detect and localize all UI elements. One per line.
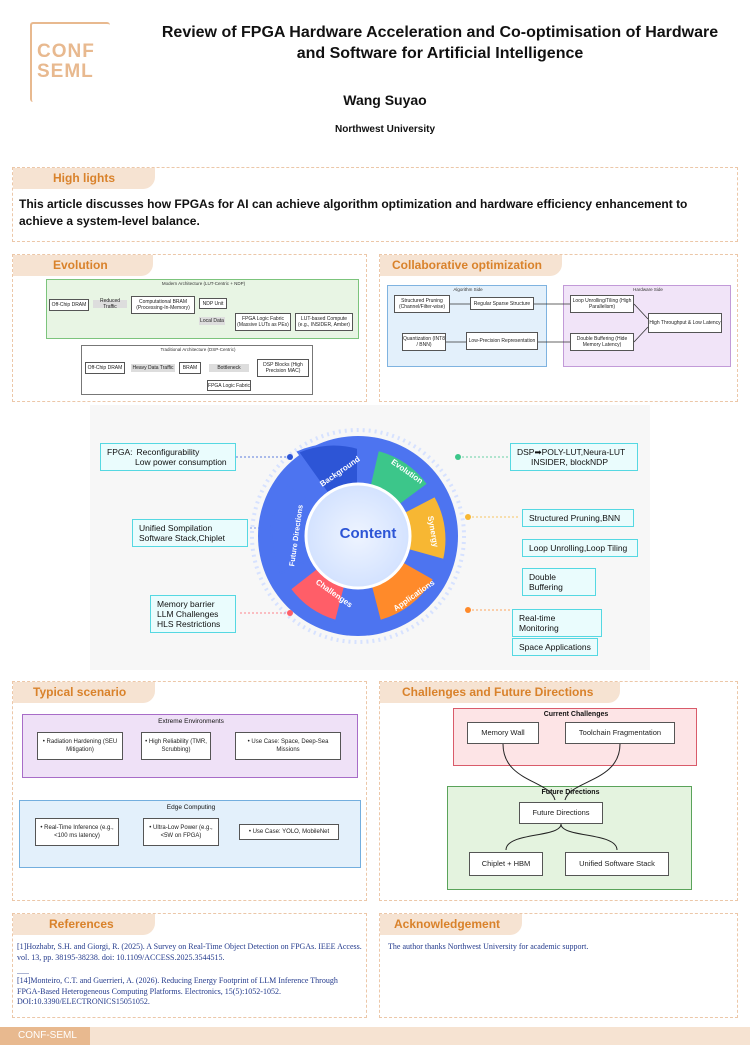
content-wheel <box>236 428 520 644</box>
content-figure: Content Background Evolution Synergy App… <box>90 405 650 670</box>
author-name: Wang Suyao <box>343 92 427 108</box>
result-box: High Throughput & Low Latency <box>648 313 722 333</box>
fpga-logic-fabric-trad: FPGA Logic Fabric <box>207 380 251 391</box>
algorithm-side-label: Algorithm Side <box>453 287 483 292</box>
extreme-env-label: Extreme Environments <box>158 718 224 725</box>
highlights-title: High lights <box>13 168 155 189</box>
fpga-label: FPGA: <box>107 447 133 457</box>
future-directions-label: Future Directions <box>541 789 600 796</box>
low-precision-box: Low-Precision Representation <box>466 332 538 350</box>
local-data-label: Local Data <box>199 317 225 325</box>
challenges-arrows <box>502 743 621 851</box>
dsp-line1: DSP➡POLY-LUT,Neura-LUT <box>517 447 626 457</box>
fpga-tag: FPGA:Reconfigurability Low power consump… <box>100 443 236 471</box>
unified-line2: Software Stack,Chiplet <box>139 533 225 543</box>
collab-title: Collaborative optimization <box>380 255 562 276</box>
use-case-yolo: • Use Case: YOLO, MobileNet <box>239 824 339 840</box>
challenges-panel: Challenges and Future Directions Current… <box>379 681 738 901</box>
reference-1: [1]Hozhabr, S.H. and Giorgi, R. (2025). … <box>17 942 362 962</box>
footer-label: CONF-SEML <box>0 1027 90 1045</box>
reference-ellipsis: ...... <box>17 967 29 976</box>
unified-line1: Unified Sompilation <box>139 523 213 533</box>
challenges-tag: Memory barrier LLM Challenges HLS Restri… <box>150 595 236 633</box>
collab-panel: Collaborative optimization Algorithm Sid… <box>379 254 738 402</box>
computational-bram: Computational BRAM (Processing-In-Memory… <box>131 296 195 314</box>
ack-text: The author thanks Northwest University f… <box>388 942 589 951</box>
real-time-inference: • Real-Time Inference (e.g., <100 ms lat… <box>35 818 119 846</box>
dsp-blocks: DSP Blocks (High Precision MAC) <box>257 359 309 377</box>
ultra-low-power: • Ultra-Low Power (e.g., <5W on FPGA) <box>143 818 219 846</box>
llm-challenges: LLM Challenges <box>157 609 219 619</box>
scenario-title: Typical scenario <box>13 682 155 703</box>
memory-barrier: Memory barrier <box>157 599 215 609</box>
future-directions-node: Future Directions <box>519 802 603 824</box>
dsp-line2: INSIDER, blockNDP <box>531 457 608 467</box>
challenges-title: Challenges and Future Directions <box>380 682 620 703</box>
footer-bar <box>0 1027 750 1045</box>
fpga-logic-fabric-modern: FPGA Logic Fabric (Massive LUTs as PEs) <box>235 313 291 331</box>
toolchain-fragmentation: Toolchain Fragmentation <box>565 722 675 744</box>
current-challenges-label: Current Challenges <box>543 711 609 718</box>
lut-based-compute: LUT-based Compute (e.g., INSIDER, Amber) <box>295 313 353 331</box>
reduced-traffic-label: Reduced Traffic <box>93 298 127 310</box>
use-case-space: • Use Case: Space, Deep-Sea Missions <box>235 732 341 760</box>
content-center-label: Content <box>339 525 397 542</box>
heavy-traffic-label: Heavy Data Traffic <box>131 364 175 372</box>
chiplet-hbm: Chiplet + HBM <box>469 852 543 876</box>
quantization-box: Quantization (INT8 / BNN) <box>402 333 446 351</box>
ndp-unit: NDP Unit <box>199 298 227 309</box>
dsp-tag: DSP➡POLY-LUT,Neura-LUT INSIDER, blockNDP <box>510 443 638 471</box>
references-panel: References [1]Hozhabr, S.H. and Giorgi, … <box>12 913 367 1018</box>
sparse-structure-box: Regular Sparse Structure <box>470 297 534 310</box>
hardware-side-label: Hardware Side <box>633 287 663 292</box>
double-buffering-box: Double Buffering (Hide Memory Latency) <box>570 333 634 351</box>
synergy-tag-2: Loop Unrolling,Loop Tiling <box>522 539 638 557</box>
references-title: References <box>13 914 155 935</box>
collab-arrows <box>446 303 649 343</box>
modern-arch-label: Modern Architecture (LUT-Centric + NDP) <box>161 281 246 286</box>
memory-wall: Memory Wall <box>467 722 539 744</box>
loop-unrolling-box: Loop Unrolling/Tiling (High Parallelism) <box>570 295 634 313</box>
bram-box: BRAM <box>179 362 201 374</box>
high-reliability: • High Reliability (TMR, Scrubbing) <box>141 732 211 760</box>
highlights-panel: High lights This article discusses how F… <box>12 167 738 242</box>
evolution-panel: Evolution Modern Architecture (LUT-Centr… <box>12 254 367 402</box>
highlights-text: This article discusses how FPGAs for AI … <box>19 197 688 228</box>
fpga-reconfigurability: Reconfigurability <box>136 447 200 457</box>
fpga-low-power: Low power consumption <box>135 457 227 467</box>
affiliation: Northwest University <box>334 124 436 135</box>
paper-title: Review of FPGA Hardware Acceleration and… <box>161 24 719 62</box>
bottleneck-label: Bottleneck <box>209 364 249 372</box>
app-tag-1: Real-time Monitoring <box>512 609 602 637</box>
app-tag-2: Space Applications <box>512 638 598 656</box>
ack-title: Acknowledgement <box>380 914 522 935</box>
unified-tag: Unified Sompilation Software Stack,Chipl… <box>132 519 248 547</box>
evolution-title: Evolution <box>13 255 153 276</box>
traditional-arch-label: Traditional Architecture (DSP-Centric) <box>160 347 236 352</box>
synergy-tag-3: Double Buffering <box>522 568 596 596</box>
edge-computing-label: Edge Computing <box>166 804 216 811</box>
offchip-dram-trad: Off-Chip DRAM <box>85 362 125 374</box>
structured-pruning-box: Structured Pruning (Channel/Filter-wise) <box>394 295 450 313</box>
synergy-tag-1: Structured Pruning,BNN <box>522 509 634 527</box>
offchip-dram-modern: Off-Chip DRAM <box>49 299 89 311</box>
ack-panel: Acknowledgement The author thanks Northw… <box>379 913 738 1018</box>
reference-14: [14]Monteiro, C.T. and Guerrieri, A. (20… <box>17 976 338 1006</box>
conf-logo: CONF SEML <box>30 22 110 102</box>
radiation-hardening: • Radiation Hardening (SEU Mitigation) <box>37 732 123 760</box>
hls-restrictions: HLS Restrictions <box>157 619 221 629</box>
scenario-panel: Typical scenario Extreme Environments • … <box>12 681 367 901</box>
unified-software-stack: Unified Software Stack <box>565 852 669 876</box>
modern-arch-box: Modern Architecture (LUT-Centric + NDP) <box>46 279 359 339</box>
